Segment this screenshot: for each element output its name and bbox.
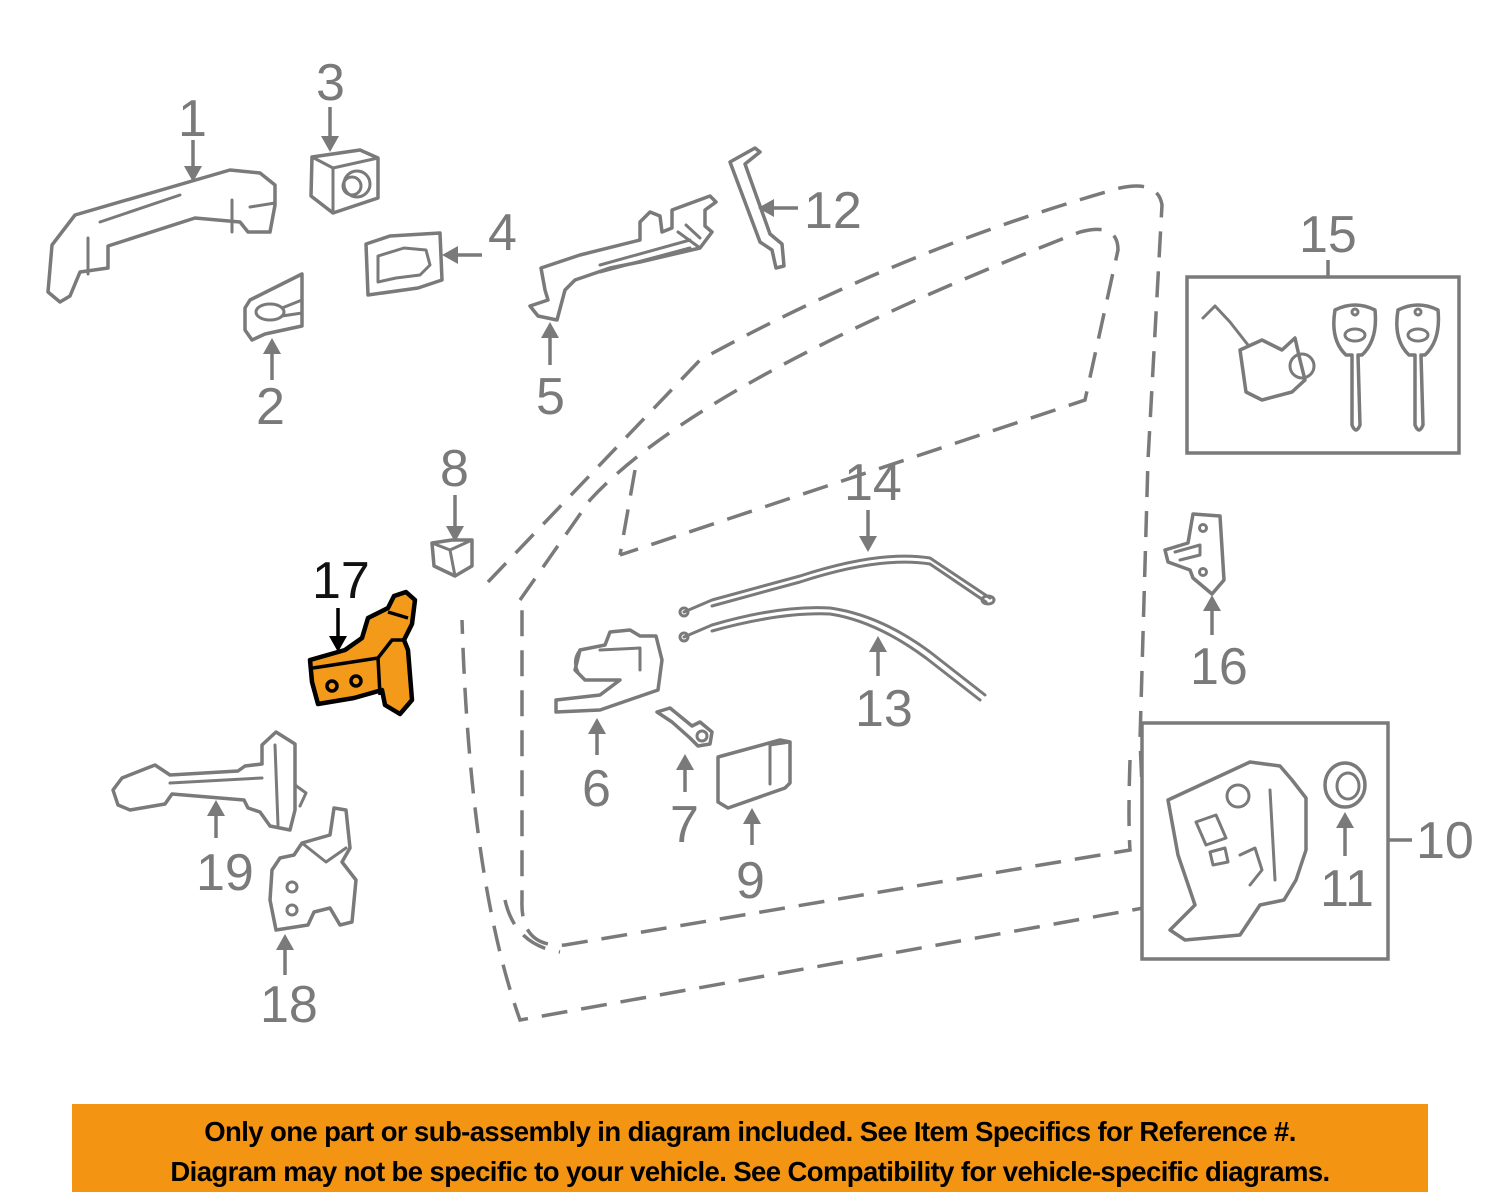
part-14-release-cable[interactable]: [678, 554, 996, 618]
callout-15: 15: [1299, 206, 1357, 264]
callout-14: 14: [844, 454, 902, 552]
callout-number: 7: [670, 796, 699, 854]
door-outline: [460, 184, 1164, 1022]
part-5-handle-frame[interactable]: [528, 194, 718, 322]
callout-number: 17: [312, 552, 370, 610]
callout-number: 14: [844, 454, 902, 512]
callout-number: 4: [488, 204, 517, 262]
part-12-lock-rod[interactable]: [728, 146, 786, 270]
part-11-grommet[interactable]: [1323, 761, 1367, 809]
callout-number: 6: [582, 760, 611, 818]
callout-12: 12: [758, 182, 862, 240]
callout-number: 3: [316, 54, 345, 112]
callout-number: 1: [178, 90, 207, 148]
part-18-lower-hinge[interactable]: [268, 806, 358, 932]
part-1-outside-handle[interactable]: [46, 168, 277, 304]
callout-18: 18: [260, 934, 318, 1034]
part-15-cylinder-and-keys[interactable]: [1185, 260, 1461, 455]
callout-4: 4: [442, 204, 517, 264]
part-6-inside-handle[interactable]: [554, 628, 664, 714]
disclaimer-line-1: Only one part or sub-assembly in diagram…: [204, 1116, 1296, 1147]
key-icon: [1332, 303, 1378, 432]
callout-3: 3: [316, 54, 345, 152]
disclaimer-line-2: Diagram may not be specific to your vehi…: [170, 1156, 1330, 1187]
parts-diagram: 1 2 3 4 5: [46, 54, 1474, 1034]
callout-17: 17: [312, 552, 370, 652]
callout-10: 10: [1388, 812, 1474, 870]
callout-1: 1: [178, 90, 207, 182]
callout-number: 19: [196, 844, 254, 902]
part-2-handle-cover[interactable]: [243, 272, 304, 342]
part-16-striker[interactable]: [1163, 512, 1226, 596]
callout-number: 13: [855, 680, 913, 738]
callout-13: 13: [855, 636, 913, 738]
disclaimer-banner: Only one part or sub-assembly in diagram…: [72, 1104, 1428, 1192]
part-3-cylinder-cap[interactable]: [309, 148, 380, 215]
callout-number: 10: [1416, 812, 1474, 870]
callout-number: 18: [260, 976, 318, 1034]
callout-number: 15: [1299, 206, 1357, 264]
key-icon: [1395, 303, 1441, 432]
callout-number: 16: [1190, 638, 1248, 696]
part-17-upper-hinge-highlighted[interactable]: [307, 589, 418, 717]
callout-11: 11: [1320, 812, 1374, 918]
part-8-bumper[interactable]: [430, 538, 474, 578]
callout-number: 5: [536, 368, 565, 426]
part-10-lock-assembly[interactable]: [1140, 721, 1390, 961]
callout-19: 19: [196, 800, 254, 902]
callout-2: 2: [256, 338, 285, 436]
part-19-door-check[interactable]: [111, 730, 308, 832]
part-13-lock-cable[interactable]: [678, 606, 987, 702]
callout-8: 8: [440, 440, 469, 542]
callout-9: 9: [736, 808, 765, 910]
callout-number: 8: [440, 440, 469, 498]
callout-number: 9: [736, 852, 765, 910]
part-9-module[interactable]: [716, 738, 792, 810]
callout-7: 7: [670, 754, 699, 854]
part-4-handle-pad[interactable]: [364, 231, 444, 297]
callout-6: 6: [582, 718, 611, 818]
callout-number: 2: [256, 378, 285, 436]
callout-number: 11: [1320, 860, 1374, 918]
callout-5: 5: [536, 322, 565, 426]
callout-number: 12: [804, 182, 862, 240]
part-7-bolt[interactable]: [655, 706, 714, 748]
callout-16: 16: [1190, 595, 1248, 696]
